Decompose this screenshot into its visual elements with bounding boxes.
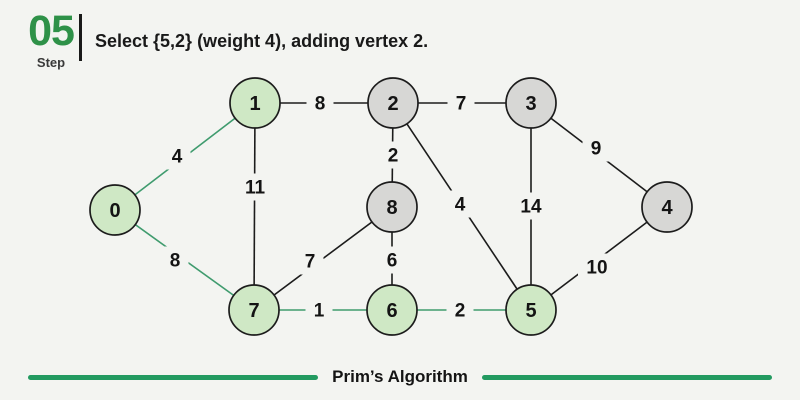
edge-weight-bg-1-2 (306, 89, 334, 117)
edge-weight-2-3: 7 (456, 94, 467, 115)
edge-weight-1-2: 8 (315, 94, 326, 115)
edge-weight-7-6: 1 (314, 301, 325, 322)
edge-weight-6-5: 2 (455, 301, 466, 322)
edge-weight-bg-3-4 (582, 134, 610, 162)
node-4 (641, 181, 693, 233)
edge-weight-bg-0-1 (163, 142, 191, 170)
edge-weight-bg-1-7 (236, 173, 274, 201)
node-5-label: 5 (525, 300, 536, 322)
node-7-label: 7 (248, 300, 259, 322)
node-0-label: 0 (109, 200, 120, 222)
node-8-label: 8 (386, 197, 397, 219)
edge-weight-0-7: 8 (170, 251, 181, 272)
edge-weight-bg-7-6 (305, 296, 333, 324)
algorithm-title: Prim’s Algorithm (332, 367, 468, 386)
edge-weight-2-8: 2 (388, 146, 399, 167)
edge-weight-8-6: 6 (387, 251, 398, 272)
node-2 (367, 77, 419, 129)
node-4-label: 4 (661, 197, 673, 219)
node-2-label: 2 (387, 93, 398, 115)
node-1 (229, 77, 281, 129)
edge-weight-bg-2-5 (446, 190, 474, 218)
edge-weight-bg-5-4 (578, 253, 616, 281)
node-8 (366, 181, 418, 233)
node-6 (366, 284, 418, 336)
edge-weight-0-1: 4 (172, 147, 183, 168)
edge-1-7 (253, 102, 256, 311)
node-7 (228, 284, 280, 336)
edge-weight-5-4: 10 (586, 258, 607, 279)
step-number: 05 (28, 7, 75, 55)
edge-weight-7-8: 7 (305, 252, 316, 273)
step-description: Select {5,2} (weight 4), adding vertex 2… (95, 31, 429, 51)
node-3 (505, 77, 557, 129)
edge-weight-bg-8-6 (378, 246, 406, 274)
node-3-label: 3 (525, 93, 536, 115)
edge-weight-bg-2-8 (379, 141, 407, 169)
edge-weight-1-7: 11 (245, 178, 266, 199)
node-6-label: 6 (386, 300, 397, 322)
footer-rule-left (28, 375, 318, 380)
edge-weight-2-5: 4 (455, 195, 466, 216)
header-divider (79, 14, 82, 61)
node-5 (505, 284, 557, 336)
edge-weight-bg-0-7 (161, 246, 189, 274)
edge-weight-bg-2-3 (447, 89, 475, 117)
edge-weight-3-5: 14 (520, 197, 542, 218)
edge-weight-bg-3-5 (512, 192, 550, 220)
node-0 (89, 184, 141, 236)
step-label: Step (36, 55, 66, 70)
node-1-label: 1 (249, 93, 260, 115)
edge-weight-3-4: 9 (591, 139, 602, 160)
edge-weight-bg-6-5 (446, 296, 474, 324)
footer-rule-right (482, 375, 772, 380)
edge-weight-bg-7-8 (296, 247, 324, 275)
